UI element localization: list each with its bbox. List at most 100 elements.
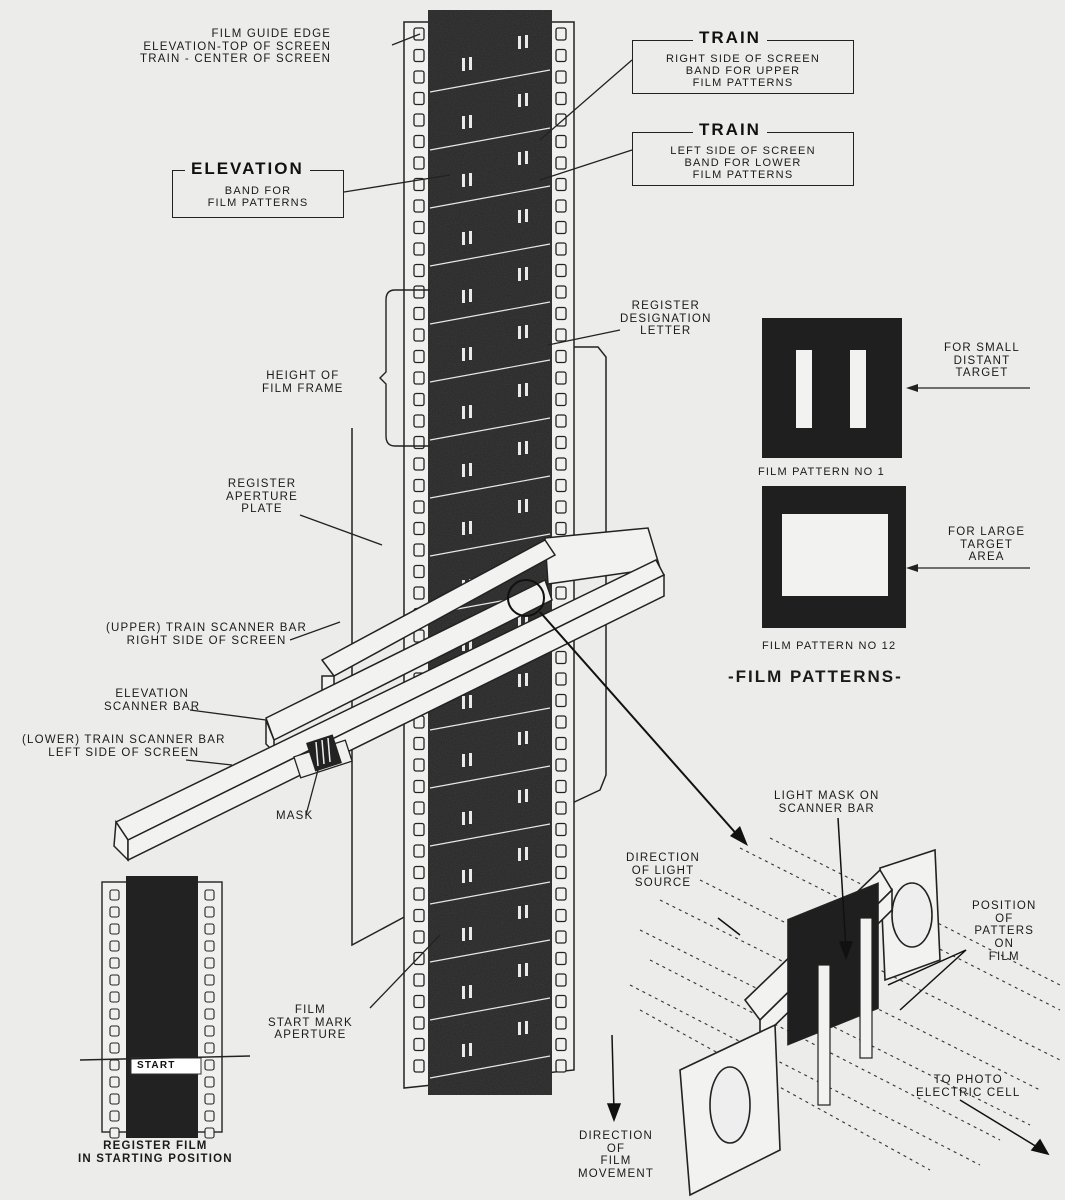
- sprocket-hole: [413, 113, 425, 127]
- sprocket-hole: [413, 887, 425, 901]
- film-pattern-mark: [469, 347, 472, 360]
- sprocket-hole: [555, 1016, 567, 1030]
- sprocket-hole: [555, 199, 567, 213]
- sprocket-hole: [413, 177, 425, 192]
- sprocket-hole: [204, 974, 215, 986]
- frame-line: [429, 359, 551, 383]
- sprocket-hole: [109, 1110, 120, 1122]
- sprocket-hole: [413, 500, 425, 514]
- pattern-1-label: FILM PATTERN NO 1: [758, 466, 885, 478]
- film-pattern-mark: [525, 963, 528, 976]
- film-start-mark-label: FILM START MARK APERTURE: [268, 1004, 353, 1042]
- sprocket-hole: [413, 973, 425, 987]
- sprocket-hole: [555, 392, 567, 407]
- sprocket-hole: [555, 220, 567, 235]
- upper-train-bar-label: (UPPER) TRAIN SCANNER BAR RIGHT SIDE OF …: [106, 622, 308, 647]
- sprocket-hole: [413, 91, 425, 106]
- film-pattern-mark: [518, 152, 521, 165]
- sprocket-hole: [413, 134, 425, 149]
- film-pattern-mark: [469, 405, 472, 418]
- sprocket-hole: [555, 134, 567, 149]
- sprocket-hole: [109, 1076, 120, 1088]
- sprocket-hole: [555, 930, 567, 944]
- sprocket-hole: [109, 906, 120, 918]
- sprocket-hole: [109, 1093, 120, 1105]
- film-pattern-mark: [518, 674, 521, 687]
- sprocket-hole: [204, 1093, 215, 1105]
- train-lower-box: TRAIN LEFT SIDE OF SCREEN BAND FOR LOWER…: [632, 120, 854, 186]
- film-pattern-mark: [462, 986, 465, 999]
- sprocket-hole: [204, 957, 215, 969]
- sprocket-hole: [109, 889, 120, 901]
- sprocket-hole: [555, 349, 567, 364]
- film-pattern-mark: [469, 927, 472, 940]
- sprocket-hole: [109, 1059, 120, 1071]
- film-pattern-12: [762, 486, 906, 628]
- film-pattern-mark: [469, 695, 472, 708]
- sprocket-hole: [413, 994, 425, 1009]
- film-pattern-mark: [525, 325, 528, 338]
- sprocket-hole: [109, 923, 120, 935]
- film-pattern-mark: [462, 406, 465, 419]
- sprocket-hole: [555, 478, 567, 493]
- lower-train-bar-label: (LOWER) TRAIN SCANNER BAR LEFT SIDE OF S…: [22, 734, 226, 759]
- film-pattern-mark: [518, 210, 521, 223]
- sprocket-hole: [413, 478, 425, 493]
- film-pattern-mark: [525, 673, 528, 686]
- sprocket-hole: [413, 349, 425, 364]
- film-pattern-mark: [518, 906, 521, 919]
- frame-line: [429, 997, 551, 1021]
- sprocket-hole: [555, 371, 567, 385]
- sprocket-hole: [555, 457, 567, 471]
- film-pattern-mark: [462, 464, 465, 477]
- frame-line: [429, 939, 551, 963]
- sprocket-hole: [413, 801, 425, 815]
- film-pattern-mark: [518, 500, 521, 513]
- sprocket-hole: [109, 957, 120, 969]
- sprocket-hole: [204, 1110, 215, 1122]
- frame-line: [429, 765, 551, 789]
- film-patterns-title: -FILM PATTERNS-: [728, 667, 903, 686]
- direction-light-label: DIRECTION OF LIGHT SOURCE: [626, 852, 701, 890]
- film-pattern-mark: [525, 209, 528, 222]
- sprocket-hole: [204, 1042, 215, 1054]
- for-large-label: FOR LARGE TARGET AREA: [948, 526, 1026, 564]
- film-pattern-mark: [518, 442, 521, 455]
- film-pattern-mark: [462, 232, 465, 245]
- film-pattern-mark: [462, 522, 465, 535]
- sprocket-hole: [555, 27, 567, 41]
- film-pattern-mark: [469, 231, 472, 244]
- sprocket-hole: [413, 263, 425, 278]
- direction-movement-label: DIRECTION OF FILM MOVEMENT: [578, 1130, 655, 1180]
- register-film-starting: [79, 876, 251, 1139]
- film-pattern-mark: [525, 93, 528, 106]
- sprocket-hole: [555, 994, 567, 1009]
- film-pattern-mark: [469, 985, 472, 998]
- sprocket-hole: [413, 1016, 425, 1030]
- film-pattern-mark: [469, 521, 472, 534]
- position-patters-label: POSITION OF PATTERS ON FILM: [972, 900, 1037, 963]
- sprocket-hole: [413, 285, 425, 299]
- film-pattern-mark: [462, 174, 465, 187]
- film-pattern-mark: [469, 57, 472, 70]
- film-pattern-mark: [518, 268, 521, 281]
- sprocket-hole: [204, 889, 215, 901]
- pattern-12-label: FILM PATTERN NO 12: [762, 640, 897, 652]
- film-pattern-mark: [525, 1021, 528, 1034]
- frame-line: [429, 823, 551, 847]
- sprocket-hole: [555, 758, 567, 772]
- sprocket-hole: [204, 1127, 215, 1139]
- film-pattern-mark: [518, 1022, 521, 1035]
- pattern-slits-detail: [817, 917, 873, 1106]
- sprocket-hole: [413, 844, 425, 858]
- film-pattern-mark: [462, 870, 465, 883]
- sprocket-hole: [204, 1025, 215, 1037]
- sprocket-hole: [555, 908, 567, 923]
- sprocket-hole: [555, 91, 567, 106]
- light-mask-label: LIGHT MASK ON SCANNER BAR: [774, 790, 880, 815]
- film-pattern-mark: [525, 267, 528, 280]
- sprocket-hole: [555, 779, 567, 794]
- sprocket-hole: [109, 1127, 120, 1139]
- sprocket-hole: [413, 865, 425, 880]
- sprocket-hole: [413, 951, 425, 966]
